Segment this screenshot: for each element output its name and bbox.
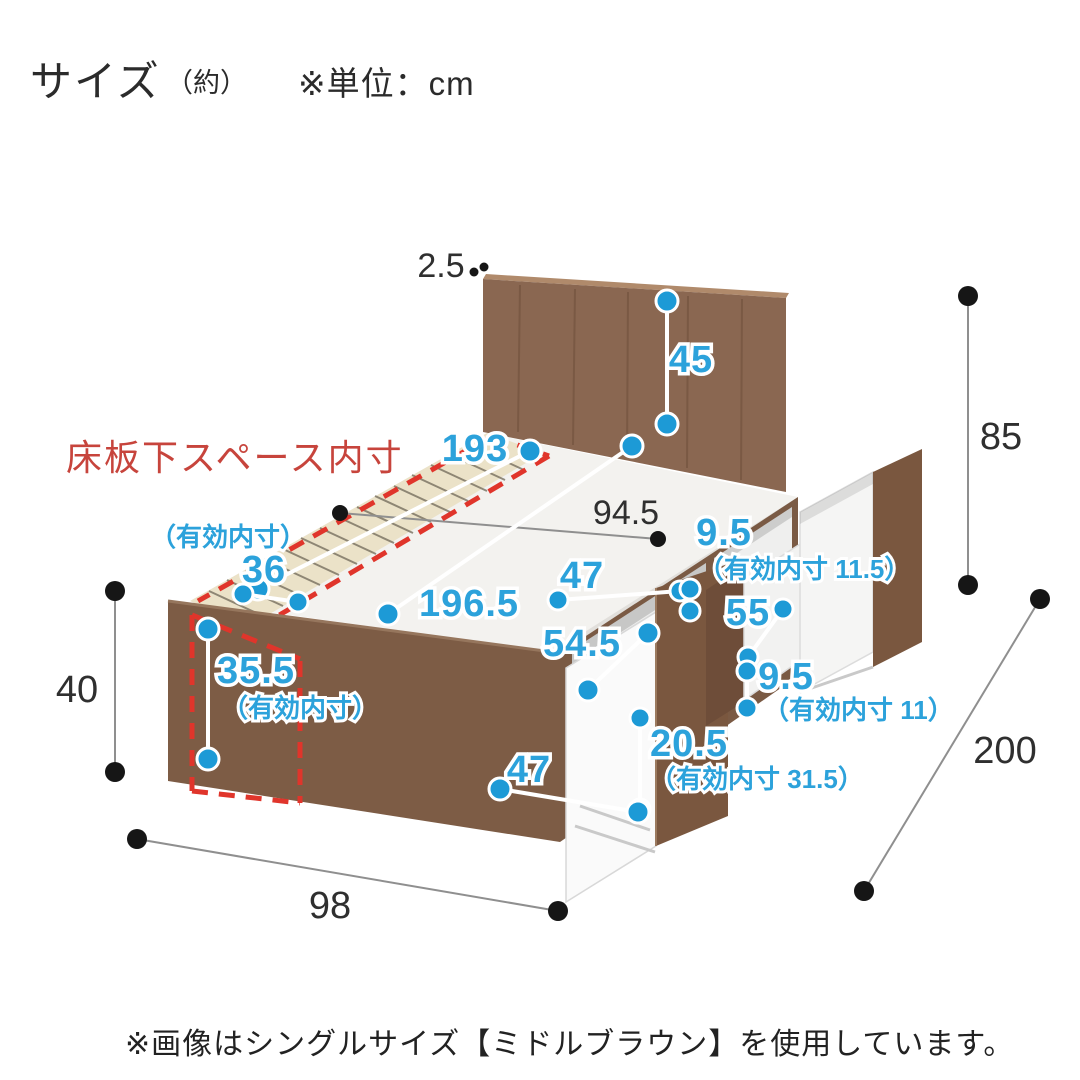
dim-base-height: 40: [56, 581, 125, 782]
drawer-rail-2: [579, 804, 651, 832]
dim-headboard-thickness-value: 2.5: [417, 247, 464, 285]
dim-deep-drawer-height-note: （有効内寸 31.5）: [650, 764, 864, 794]
dim-overall-length-value: 200: [973, 730, 1036, 772]
foot-panel-face: [168, 601, 560, 842]
upper-cavity-shadow: [714, 507, 792, 568]
drawer-rail-1: [574, 824, 656, 854]
dim-mid-drawer-depth-value: 9.5: [758, 656, 814, 698]
dim-drawer-span: 55: [722, 589, 795, 669]
headboard-top-edge: [483, 274, 789, 298]
dim-deep-drawer-height-value: 20.5: [650, 723, 728, 765]
foot-panel: [167, 599, 561, 842]
slat-gaps: [208, 443, 525, 618]
foot-panel-top-edge: [167, 599, 561, 655]
dim-headboard-height: 45: [654, 288, 716, 437]
detached-drawer: [799, 449, 922, 694]
dim-side-opening-height-value: 35.5: [217, 650, 295, 692]
dim-inner-length: 196.5: [375, 433, 645, 629]
dim-side-opening-width: 36 （有効内寸）: [147, 519, 310, 614]
dim-inner-width-value: 94.5: [593, 494, 659, 532]
headboard-grain: [517, 284, 743, 481]
dim-headboard-height-value: 45: [669, 339, 713, 381]
dim-side-opening-width-note: （有効内寸）: [150, 522, 306, 552]
dim-overall-length: 200: [854, 589, 1050, 901]
dim-upper-drawer-depth-value: 9.5: [696, 512, 752, 554]
dim-deep-drawer-width-value: 47: [507, 749, 551, 791]
middle-drawer-divider: [706, 565, 744, 726]
dim-inner-width: 94.5: [332, 494, 666, 547]
dim-upper-drawer-depth-note: （有効内寸 11.5）: [698, 554, 910, 584]
dim-side-opening-height: 35.5 （有効内寸）: [195, 616, 381, 772]
bed-illustration: [167, 274, 922, 904]
dim-base-height-value: 40: [56, 669, 98, 711]
dim-slat-length: 193: [245, 425, 543, 602]
dim-overall-height-value: 85: [980, 416, 1022, 458]
black-dimensions: 2.5 94.5 85 40 98: [56, 247, 1050, 927]
page-title: サイズ （約） ※単位：cm: [30, 58, 475, 105]
dim-headboard-thickness: 2.5: [417, 247, 489, 285]
under-space-red-dashed-rect: [189, 612, 303, 806]
detached-drawer-inner-shadow: [800, 472, 873, 524]
dim-side-opening-width-value: 36: [242, 549, 286, 591]
dim-inner-length-value: 196.5: [419, 583, 519, 625]
dim-deep-drawer-width: 47: [487, 746, 651, 825]
dim-side-opening-height-note: （有効内寸）: [222, 693, 378, 723]
title-size: サイズ: [30, 58, 161, 105]
dim-upper-drawer-width-value: 47: [560, 555, 604, 597]
title-unit: ※単位：cm: [298, 65, 475, 102]
dim-slat-length-value: 193: [442, 428, 508, 470]
dim-upper-drawer-depth: 9.5 （有効内寸 11.5）: [678, 509, 913, 623]
dim-drawer-span-value: 55: [726, 592, 770, 634]
dim-overall-width: 98: [127, 829, 568, 927]
under-space-label: 床板下スペース内寸: [66, 437, 404, 478]
detached-drawer-panel: [873, 449, 922, 667]
dim-drawer-diagonal: 54.5: [540, 620, 661, 703]
dim-mid-drawer-depth-note: （有効内寸 11）: [763, 695, 954, 725]
dim-deep-drawer-height: 20.5 （有効内寸 31.5）: [628, 706, 867, 821]
dim-drawer-diagonal-value: 54.5: [543, 623, 621, 665]
footer-note: ※画像はシングルサイズ【ミドルブラウン】を使用しています。: [125, 1028, 1014, 1061]
dim-overall-height: 85: [958, 286, 1022, 595]
blue-dimensions: 45 193 36 （有効内寸） 196.5 47: [147, 288, 957, 825]
detached-drawer-rail: [799, 665, 874, 694]
dim-overall-width-value: 98: [309, 885, 351, 927]
title-approx: （約）: [166, 68, 247, 98]
headboard: [483, 274, 789, 492]
dim-mid-drawer-depth: 9.5 （有効内寸 11）: [735, 653, 957, 728]
headboard-front: [483, 279, 786, 492]
